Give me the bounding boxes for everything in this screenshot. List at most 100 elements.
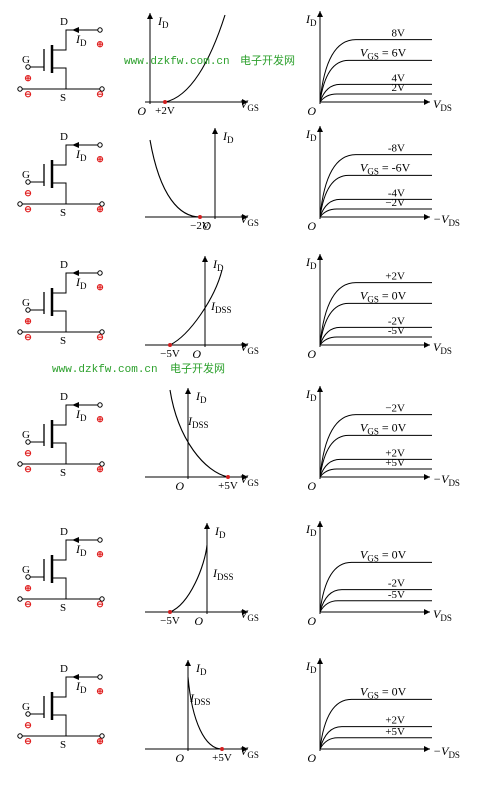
threshold-dot	[168, 610, 172, 614]
source-label: S	[60, 467, 66, 479]
terminal	[99, 201, 105, 207]
polarity-sign: ⊕	[96, 154, 104, 164]
curve-label: 2V	[392, 82, 406, 94]
output-curve	[319, 83, 432, 103]
terminal	[25, 711, 31, 717]
terminal	[17, 86, 23, 92]
output-curve	[319, 154, 432, 218]
drain-lead	[52, 676, 98, 698]
terminal	[99, 86, 105, 92]
origin-label: O	[307, 479, 316, 493]
output-curve	[319, 302, 432, 346]
id-axis-label: ID	[222, 129, 234, 145]
idss-label: IDSS	[189, 691, 211, 707]
terminal	[97, 402, 103, 408]
vgs-axis-head	[242, 609, 248, 615]
polarity-sign: ⊕	[96, 686, 104, 696]
source-lead	[52, 310, 67, 332]
terminal	[17, 201, 23, 207]
vgs-curve-label: VGS = 0V	[360, 288, 407, 304]
drain-label: D	[60, 663, 68, 675]
drain-current-label: ID	[75, 275, 87, 291]
terminal	[25, 64, 31, 70]
output-curve	[319, 198, 432, 218]
curve-label: 8V	[392, 28, 406, 40]
output-curve	[319, 336, 432, 346]
id-axis-label: ID	[305, 659, 317, 675]
vds-axis-label: −VDS	[433, 212, 460, 228]
vds-axis-head	[424, 609, 430, 615]
origin-label: O	[194, 614, 203, 628]
threshold-dot	[168, 343, 172, 347]
terminal	[17, 329, 23, 335]
vgs-axis-label: VGS	[240, 607, 259, 623]
curve-label: -8V	[388, 143, 405, 155]
drain-label: D	[60, 16, 68, 28]
polarity-sign: ⊖	[96, 599, 104, 609]
drain-current-label: ID	[75, 407, 87, 423]
vgs-curve-label: VGS = 6V	[360, 45, 407, 61]
vgs-axis-label: VGS	[240, 212, 259, 228]
source-label: S	[60, 207, 66, 219]
vgs-curve-label: VGS = -6V	[360, 160, 411, 176]
id-axis-head	[317, 658, 323, 664]
vds-axis-label: VDS	[433, 340, 452, 356]
gate-label: G	[22, 564, 30, 576]
gate-label: G	[22, 701, 30, 713]
vds-axis-head	[424, 474, 430, 480]
curve-label: −2V	[385, 197, 405, 209]
source-lead	[52, 577, 67, 599]
polarity-sign: ⊖	[24, 89, 32, 99]
polarity-sign: ⊖	[24, 448, 32, 458]
vds-axis-head	[424, 342, 430, 348]
id-axis-label: ID	[305, 255, 317, 271]
id-axis-label: ID	[195, 389, 207, 405]
source-label: S	[60, 602, 66, 614]
drain-current-label: ID	[75, 679, 87, 695]
source-label: S	[60, 335, 66, 347]
transfer-curve	[164, 14, 226, 103]
threshold-label: −5V	[160, 615, 180, 627]
curve-label: +2V	[385, 271, 405, 283]
threshold-label: +5V	[212, 752, 232, 764]
drain-label: D	[60, 391, 68, 403]
id-axis-head	[317, 386, 323, 392]
vds-axis-label: VDS	[433, 607, 452, 623]
idss-label: IDSS	[187, 414, 209, 430]
polarity-sign: ⊖	[24, 720, 32, 730]
terminal	[99, 461, 105, 467]
terminal	[97, 270, 103, 276]
drain-current-label: ID	[75, 542, 87, 558]
output-curve	[319, 561, 432, 613]
polarity-sign: ⊕	[96, 414, 104, 424]
threshold-dot	[220, 747, 224, 751]
transfer-curve	[169, 389, 229, 478]
threshold-label: −5V	[160, 348, 180, 360]
polarity-sign: ⊕	[24, 316, 32, 326]
polarity-sign: ⊕	[24, 583, 32, 593]
watermark-url: www.dzkfw.com.cn	[124, 56, 230, 68]
gate-label: G	[22, 54, 30, 66]
vgs-axis-head	[242, 342, 248, 348]
polarity-sign: ⊕	[96, 204, 104, 214]
origin-label: O	[137, 104, 146, 118]
curve-label: -5V	[388, 325, 405, 337]
curve-label: -5V	[388, 589, 405, 601]
output-curve	[319, 39, 432, 103]
source-lead	[52, 442, 67, 464]
curve-label: +5V	[385, 457, 405, 469]
curve-label: +2V	[385, 715, 405, 727]
polarity-sign: ⊖	[24, 188, 32, 198]
vgs-curve-label: VGS = 0V	[360, 420, 407, 436]
drain-current-label: ID	[75, 32, 87, 48]
